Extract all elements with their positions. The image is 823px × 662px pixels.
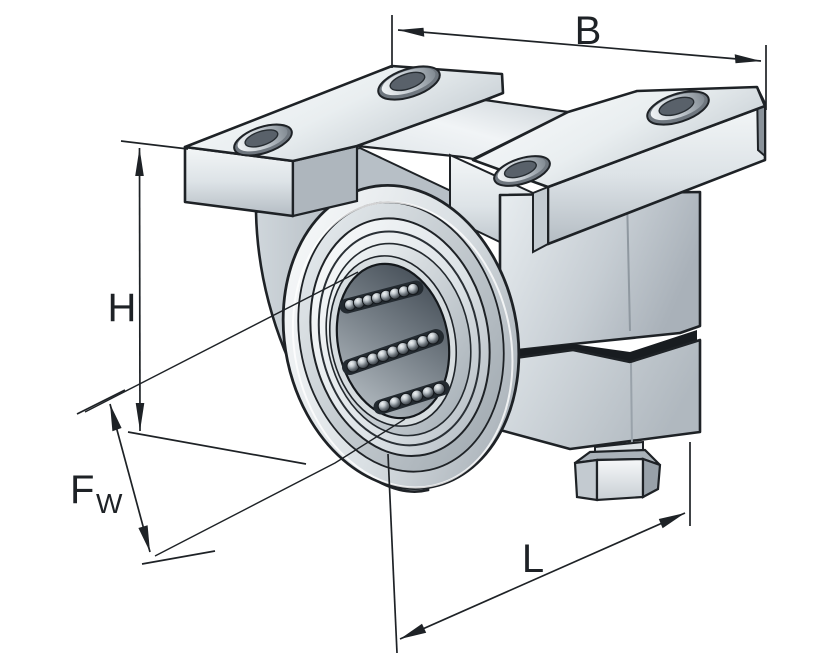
right-flange-front-left — [532, 185, 549, 254]
grease-fitting-face-left — [573, 458, 599, 502]
dim-h-extension-bottom — [127, 431, 307, 465]
grease-fitting-face-right — [641, 457, 662, 499]
ball-row-2 — [342, 329, 444, 375]
right-flange-hole-back — [646, 90, 710, 126]
dim-fw-extension-top — [76, 389, 126, 415]
arrow-l-right — [658, 513, 685, 529]
bearing-seal-ring — [317, 230, 481, 447]
dim-label-fw: F W — [70, 468, 123, 519]
dim-l-line — [399, 512, 686, 640]
dim-fw-leader-top — [84, 271, 359, 413]
arrow-fw-bottom — [138, 525, 150, 552]
dim-fw-extension-bottom — [141, 550, 216, 565]
arrow-h-top — [135, 148, 144, 176]
grease-fitting-face-mid — [595, 457, 645, 502]
arrow-l-left — [400, 623, 427, 639]
dimension-arrowheads — [110, 27, 761, 639]
ring-highlight — [291, 201, 514, 489]
dim-label-h: H — [108, 286, 137, 330]
ball-row-1 — [339, 280, 424, 314]
dim-h-line — [138, 147, 141, 432]
clamp-block-lower-edge — [630, 362, 633, 448]
right-flange — [471, 85, 767, 254]
clamp-block-lower — [498, 338, 702, 451]
arrow-b-right — [734, 54, 761, 64]
dim-h-extension-top — [120, 140, 189, 150]
arrow-fw-top — [110, 404, 122, 432]
arrow-b-left — [398, 27, 425, 37]
right-flange-hole-front — [493, 155, 551, 187]
clamp-block-edge — [626, 196, 631, 332]
left-flange-hole-back — [377, 65, 441, 101]
grease-fitting — [573, 448, 662, 502]
dim-label-b: B — [575, 9, 602, 53]
arrow-h-bottom — [135, 403, 145, 431]
dim-fw-leader-bottom — [154, 418, 406, 557]
dim-label-l: L — [522, 537, 544, 581]
dim-l-extension-left — [387, 453, 398, 654]
dimension-annotations — [76, 15, 767, 654]
left-flange-hole-front — [233, 123, 293, 157]
left-flange — [183, 64, 505, 218]
dim-b-line — [397, 29, 762, 62]
bearing-front — [281, 184, 521, 490]
ball-row-3 — [373, 380, 450, 415]
